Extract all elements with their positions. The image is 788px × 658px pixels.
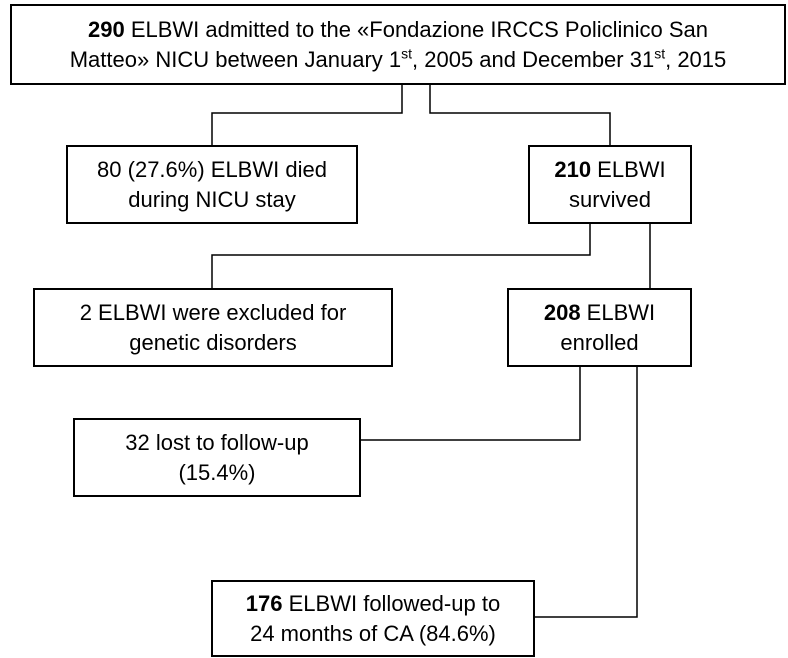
lost-line-2: (15.4%) bbox=[178, 459, 256, 485]
died-line-2: during NICU stay bbox=[128, 186, 296, 212]
survived-line-1-text: ELBWI bbox=[591, 156, 666, 182]
followed-line-1-text: ELBWI followed-up to bbox=[282, 590, 501, 616]
enrolled-box: 208 ELBWI enrolled bbox=[507, 288, 692, 367]
connector-enrolled-to-lost bbox=[361, 367, 581, 441]
admitted-line-2: Matteo» NICU between January 1st, 2005 a… bbox=[70, 45, 727, 75]
connector-admitted-to-died bbox=[211, 85, 403, 145]
lost-line-1: 32 lost to follow-up bbox=[125, 429, 309, 455]
survived-line-2: survived bbox=[569, 186, 651, 212]
admitted-line-1-text: ELBWI admitted to the «Fondazione IRCCS … bbox=[124, 16, 708, 42]
connector-enrolled-to-followed bbox=[535, 367, 638, 618]
excluded-line-2: genetic disorders bbox=[129, 329, 297, 355]
admitted-box: 290 ELBWI admitted to the «Fondazione IR… bbox=[10, 4, 786, 85]
died-line-1: 80 (27.6%) ELBWI died bbox=[97, 156, 327, 182]
followed-count: 176 bbox=[245, 590, 283, 616]
admitted-count: 290 bbox=[87, 16, 125, 42]
lost-to-follow-up-box: 32 lost to follow-up (15.4%) bbox=[73, 418, 361, 497]
connector-survived-to-excluded bbox=[211, 224, 591, 288]
survived-line-1: 210 ELBWI bbox=[554, 155, 665, 185]
followed-up-box: 176 ELBWI followed-up to 24 months of CA… bbox=[211, 580, 535, 657]
admitted-ordinal-2: st bbox=[654, 45, 666, 62]
enrolled-line-1: 208 ELBWI bbox=[544, 298, 655, 328]
excluded-line-1: 2 ELBWI were excluded for bbox=[79, 299, 347, 325]
survived-count: 210 bbox=[554, 156, 592, 182]
followed-line-2: 24 months of CA (84.6%) bbox=[250, 620, 496, 646]
followed-line-1: 176 ELBWI followed-up to bbox=[246, 589, 500, 619]
connector-admitted-to-survived bbox=[429, 85, 611, 145]
enrolled-count: 208 bbox=[543, 299, 581, 325]
admitted-line-2-middle: , 2005 and December 31 bbox=[412, 46, 655, 72]
excluded-box: 2 ELBWI were excluded for genetic disord… bbox=[33, 288, 393, 367]
survived-box: 210 ELBWI survived bbox=[528, 145, 692, 224]
died-box: 80 (27.6%) ELBWI died during NICU stay bbox=[66, 145, 358, 224]
admitted-line-2-start: Matteo» NICU between January 1 bbox=[69, 46, 402, 72]
admitted-line-1: 290 ELBWI admitted to the «Fondazione IR… bbox=[88, 15, 708, 45]
admitted-line-2-end: , 2015 bbox=[665, 46, 727, 72]
admitted-ordinal-1: st bbox=[401, 45, 413, 62]
enrolled-line-1-text: ELBWI bbox=[580, 299, 656, 325]
enrolled-line-2: enrolled bbox=[560, 329, 639, 355]
